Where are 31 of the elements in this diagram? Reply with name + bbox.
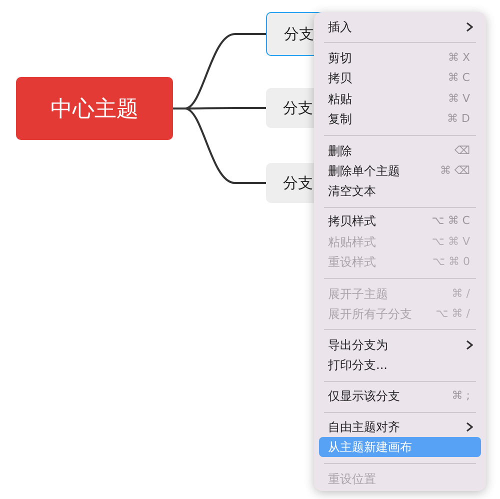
menu-item: 复制 bbox=[328, 111, 352, 127]
menu-item: 插入 bbox=[328, 19, 352, 35]
menu-item: 粘贴样式 bbox=[328, 234, 376, 250]
menu-item: 自由主题对齐 bbox=[328, 419, 400, 435]
shortcut-label: ⌫ bbox=[454, 143, 470, 159]
connector-line bbox=[173, 108, 266, 184]
menu-item: 重设位置 bbox=[328, 471, 376, 487]
menu-item: 仅显示该分支 bbox=[328, 388, 400, 404]
highlighted-menu-item: 从主题新建画布 bbox=[319, 437, 481, 457]
menu-item: 重设样式 bbox=[328, 254, 376, 270]
shortcut-label: ⌥ ⌘ C bbox=[432, 213, 470, 229]
shortcut-label: ⌥ ⌘ / bbox=[436, 306, 470, 322]
shortcut-label: ⌘ X bbox=[448, 50, 470, 66]
shortcut-label: ⌘ ; bbox=[452, 388, 470, 404]
shortcut-label: ⌘ ⌫ bbox=[440, 163, 470, 179]
menu-item: 拷贝 bbox=[328, 70, 352, 86]
menu-item: 展开所有子分支 bbox=[328, 306, 412, 322]
shortcut-label: ⌘ V bbox=[448, 91, 470, 107]
menu-item: 打印分支... bbox=[328, 357, 388, 373]
menu-item: 删除 bbox=[328, 143, 352, 159]
menu-item: 粘贴 bbox=[328, 91, 352, 107]
central-topic-box: 中心主题 bbox=[16, 77, 173, 140]
shortcut-label: ⌘ C bbox=[448, 70, 470, 86]
shortcut-label: ⌘ D bbox=[447, 111, 470, 127]
shortcut-label: ⌘ / bbox=[452, 286, 470, 302]
shortcut-label: ⌥ ⌘ V bbox=[432, 234, 470, 250]
menu-item: 清空文本 bbox=[328, 183, 376, 199]
shortcut-label: ⌥ ⌘ 0 bbox=[432, 254, 470, 270]
menu-item: 导出分支为 bbox=[328, 337, 388, 353]
menu-item: 展开子主题 bbox=[328, 286, 388, 302]
menu-item: 拷贝样式 bbox=[328, 213, 376, 229]
